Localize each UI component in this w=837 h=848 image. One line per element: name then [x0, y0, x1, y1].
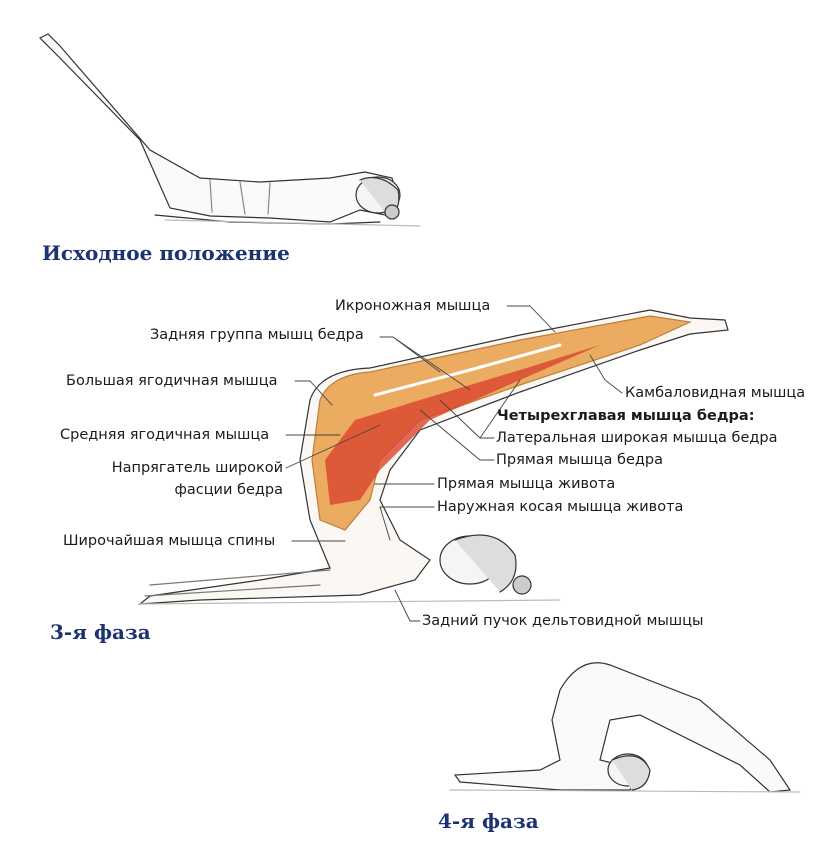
leader-lines [285, 305, 623, 622]
label-quadriceps-header: Четырехглавая мышца бедра: [497, 408, 755, 424]
label-external-oblique: Наружная косая мышца живота [437, 499, 684, 515]
title-phase-3: 3-я фаза [50, 620, 151, 644]
label-tfl-line2: фасции бедра [174, 482, 283, 498]
title-start-position: Исходное положение [42, 241, 290, 265]
figure-phase-4 [449, 662, 801, 793]
label-hamstrings: Задняя группа мышц бедра [150, 327, 364, 343]
label-gluteus-medius: Средняя ягодичная мышца [60, 427, 270, 443]
label-rectus-femoris: Прямая мышца бедра [496, 452, 663, 468]
label-gastrocnemius: Икроножная мышца [335, 298, 491, 314]
label-posterior-deltoid: Задний пучок дельтовидной мышцы [422, 613, 704, 629]
label-latissimus: Широчайшая мышца спины [63, 533, 276, 549]
label-soleus: Камбаловидная мышца [625, 385, 806, 401]
label-tfl-line1: Напрягатель широкой [111, 460, 283, 476]
label-rectus-abdominis: Прямая мышца живота [437, 476, 616, 492]
label-gluteus-maximus: Большая ягодичная мышца [66, 373, 278, 389]
figure-start-position [38, 33, 421, 227]
label-vastus-lateralis: Латеральная широкая мышца бедра [496, 430, 778, 446]
title-phase-4: 4-я фаза [438, 809, 539, 833]
